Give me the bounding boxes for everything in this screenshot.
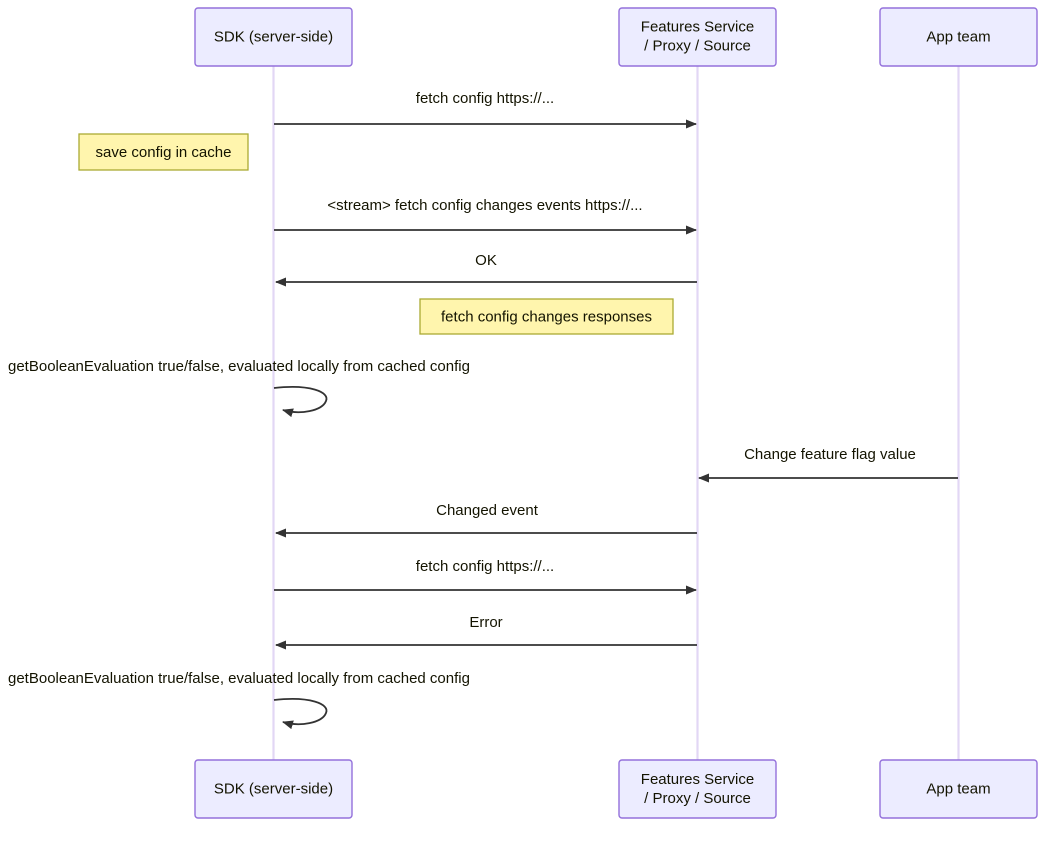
participant-label-features-top-line1: Features Service bbox=[641, 18, 754, 35]
self-message-get-boolean-evaluation-1[interactable]: getBooleanEvaluation true/false, evaluat… bbox=[8, 358, 470, 418]
message-fetch-config-1[interactable]: fetch config https://... bbox=[274, 90, 697, 129]
note-box-fetch-config-changes-responses[interactable] bbox=[419, 298, 674, 335]
participant-label-features-bottom-line2: / Proxy / Source bbox=[644, 790, 751, 807]
note-fetch-config-changes-responses[interactable]: fetch config changes responses bbox=[419, 298, 674, 335]
participant-box-features-bottom[interactable] bbox=[618, 759, 777, 819]
participant-box-sdk-bottom[interactable] bbox=[194, 759, 353, 819]
notes-group: save config in cache fetch config change… bbox=[78, 133, 674, 335]
message-label-fetch-config-2: fetch config https://... bbox=[416, 558, 554, 575]
participants-top: SDK (server-side) Features Service / Pro… bbox=[194, 7, 1038, 67]
note-save-config-in-cache[interactable]: save config in cache bbox=[78, 133, 249, 171]
message-label-ok: OK bbox=[475, 252, 497, 269]
note-label-fetch-config-changes-responses: fetch config changes responses bbox=[441, 308, 652, 325]
participant-label-sdk-top: SDK (server-side) bbox=[214, 28, 333, 45]
self-message-get-boolean-evaluation-2[interactable]: getBooleanEvaluation true/false, evaluat… bbox=[8, 670, 470, 730]
note-box-save-config-in-cache[interactable] bbox=[78, 133, 249, 171]
messages-group: fetch config https://... <stream> fetch … bbox=[274, 90, 958, 650]
self-message-loop-get-boolean-evaluation-2 bbox=[273, 698, 328, 730]
message-label-fetch-config-1: fetch config https://... bbox=[416, 90, 554, 107]
participant-label-appteam-bottom: App team bbox=[926, 780, 990, 797]
message-ok[interactable]: OK bbox=[275, 252, 697, 287]
self-message-label-get-boolean-evaluation-1: getBooleanEvaluation true/false, evaluat… bbox=[8, 358, 470, 375]
lifelines-group bbox=[272, 66, 960, 760]
participant-sdk-bottom[interactable]: SDK (server-side) bbox=[194, 759, 353, 819]
participant-sdk-top[interactable]: SDK (server-side) bbox=[194, 7, 353, 67]
message-error[interactable]: Error bbox=[275, 614, 697, 650]
participant-label-sdk-bottom: SDK (server-side) bbox=[214, 780, 333, 797]
message-label-error: Error bbox=[469, 614, 502, 631]
participant-box-appteam-top[interactable] bbox=[879, 7, 1038, 67]
participant-features-bottom[interactable]: Features Service / Proxy / Source bbox=[618, 759, 777, 819]
message-fetch-config-2[interactable]: fetch config https://... bbox=[274, 558, 697, 595]
message-changed-event[interactable]: Changed event bbox=[275, 502, 697, 538]
participant-appteam-bottom[interactable]: App team bbox=[879, 759, 1038, 819]
participant-appteam-top[interactable]: App team bbox=[879, 7, 1038, 67]
self-message-loop-get-boolean-evaluation-1 bbox=[273, 386, 328, 418]
participant-label-appteam-top: App team bbox=[926, 28, 990, 45]
participant-features-top[interactable]: Features Service / Proxy / Source bbox=[618, 7, 777, 67]
participant-box-appteam-bottom[interactable] bbox=[879, 759, 1038, 819]
message-label-stream-fetch-config-changes: <stream> fetch config changes events htt… bbox=[327, 197, 642, 214]
self-message-label-get-boolean-evaluation-2: getBooleanEvaluation true/false, evaluat… bbox=[8, 670, 470, 687]
participants-bottom: SDK (server-side) Features Service / Pro… bbox=[194, 759, 1038, 819]
message-change-feature-flag-value[interactable]: Change feature flag value bbox=[698, 446, 958, 483]
note-label-save-config-in-cache: save config in cache bbox=[96, 144, 232, 161]
participant-box-features-top[interactable] bbox=[618, 7, 777, 67]
participant-label-features-bottom-line1: Features Service bbox=[641, 771, 754, 788]
message-stream-fetch-config-changes[interactable]: <stream> fetch config changes events htt… bbox=[274, 197, 697, 235]
message-label-change-feature-flag-value: Change feature flag value bbox=[744, 446, 916, 463]
participant-box-sdk-top[interactable] bbox=[194, 7, 353, 67]
message-label-changed-event: Changed event bbox=[436, 502, 539, 519]
participant-label-features-top-line2: / Proxy / Source bbox=[644, 37, 751, 54]
self-messages-group: getBooleanEvaluation true/false, evaluat… bbox=[8, 358, 470, 730]
